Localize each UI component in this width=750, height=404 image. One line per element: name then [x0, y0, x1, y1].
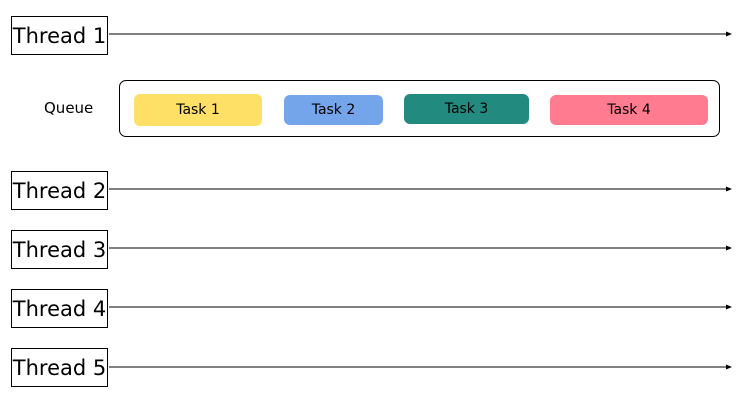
thread-3-arrow	[109, 245, 732, 251]
thread-1-box: Thread 1	[11, 16, 108, 55]
task-4: Task 4	[550, 95, 708, 125]
queue-label: Queue	[44, 99, 94, 117]
thread-2-label: Thread 2	[12, 178, 107, 203]
thread-3-label: Thread 3	[12, 237, 107, 262]
task-1-label: Task 1	[176, 102, 220, 118]
thread-5-arrow	[109, 364, 732, 370]
thread-2-arrow	[109, 186, 732, 192]
thread-3-box: Thread 3	[11, 230, 108, 269]
task-3-label: Task 3	[444, 101, 489, 117]
thread-2-box: Thread 2	[11, 171, 108, 210]
thread-5-label: Thread 5	[12, 355, 107, 380]
thread-1-label: Thread 1	[12, 23, 107, 48]
task-2: Task 2	[284, 95, 383, 125]
thread-4-arrow	[109, 304, 732, 310]
task-4-label: Task 4	[607, 102, 651, 118]
task-3: Task 3	[404, 94, 529, 124]
thread-4-label: Thread 4	[12, 296, 107, 321]
task-1: Task 1	[134, 94, 262, 126]
thread-5-box: Thread 5	[11, 348, 108, 387]
thread-4-box: Thread 4	[11, 289, 108, 328]
thread-1-arrow	[109, 31, 732, 37]
task-2-label: Task 2	[311, 102, 356, 118]
